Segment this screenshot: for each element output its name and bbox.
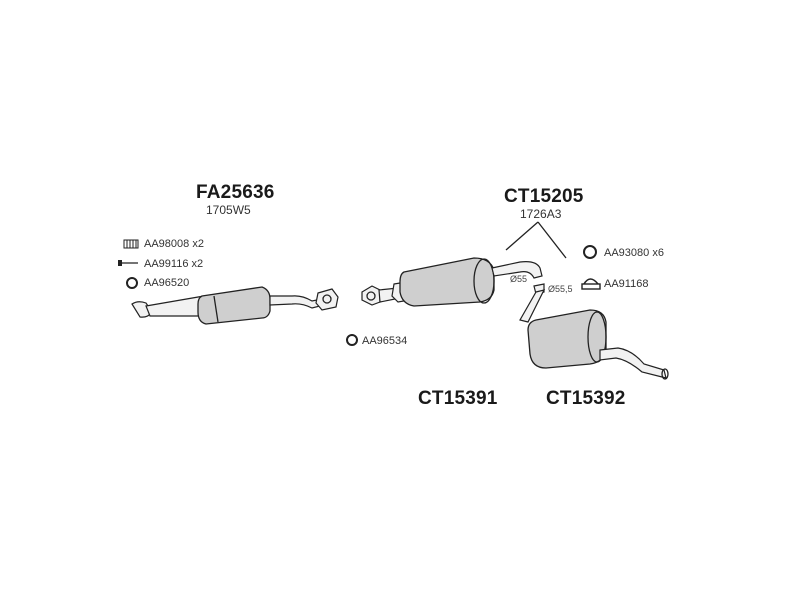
gasket-front-code[interactable]: AA96520 xyxy=(144,277,190,289)
outlet-diameter-label: Ø55 xyxy=(510,274,528,284)
center-section-code[interactable]: CT15205 xyxy=(504,186,584,207)
gasket-front-ring-icon xyxy=(126,277,138,289)
gasket-center-ring-icon xyxy=(346,334,358,346)
middle-silencer-drawing[interactable] xyxy=(361,257,543,307)
inlet-diameter-label: Ø55,5 xyxy=(548,284,573,294)
bolt-icon xyxy=(118,260,138,266)
clamp-code[interactable]: AA91168 xyxy=(604,278,649,290)
spring-code[interactable]: AA98008 x2 xyxy=(144,238,204,250)
clamp-icon xyxy=(581,278,601,290)
gasket-center-code[interactable]: AA96534 xyxy=(362,335,408,347)
spring-icon xyxy=(123,239,139,249)
rear-silencer-code[interactable]: CT15392 xyxy=(546,388,626,409)
rear-ring-code[interactable]: AA93080 x6 xyxy=(604,247,664,259)
front-section-ref: 1705W5 xyxy=(206,203,251,217)
rear-ring-icon xyxy=(583,245,597,259)
front-pipe-drawing[interactable] xyxy=(131,286,339,325)
front-section-code[interactable]: FA25636 xyxy=(196,182,275,203)
leader-lines xyxy=(505,221,567,259)
bolt-code[interactable]: AA99116 x2 xyxy=(144,258,204,270)
center-section-ref: 1726A3 xyxy=(520,207,562,221)
middle-silencer-code[interactable]: CT15391 xyxy=(418,388,498,409)
rear-silencer-drawing[interactable] xyxy=(519,283,669,380)
